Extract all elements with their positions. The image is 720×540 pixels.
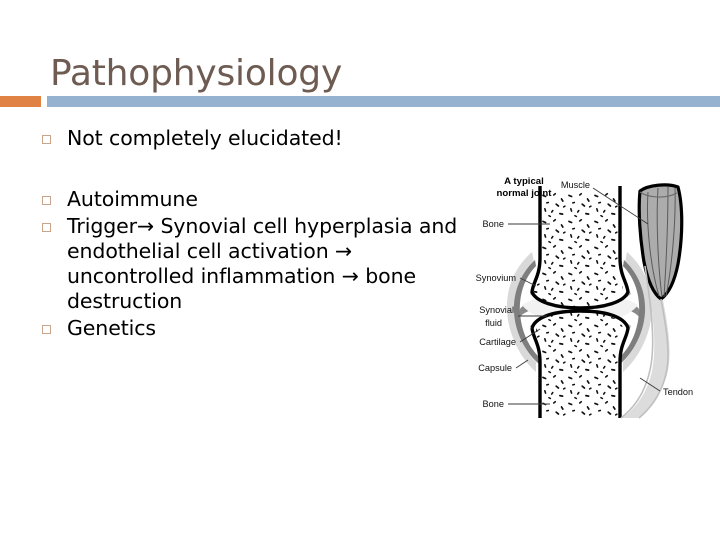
joint-anatomy-figure: A typical normal joint Bone Synovium Syn… (462, 166, 718, 422)
capsule-shape (506, 252, 653, 372)
square-bullet-icon (42, 223, 51, 232)
label-bone-bottom: Bone (483, 399, 504, 409)
square-bullet-icon (42, 325, 51, 334)
list-item-label: Genetics (67, 316, 156, 340)
muscle-shape (637, 183, 684, 301)
bullet-list: Not completely elucidated! Autoimmune Tr… (42, 126, 462, 343)
tendon-shape (622, 284, 670, 418)
list-item-label: Not completely elucidated! (67, 126, 343, 150)
accent-rule-blue (47, 96, 720, 107)
square-bullet-icon (42, 135, 51, 144)
square-bullet-icon (42, 196, 51, 205)
label-synovial-fluid-2: fluid (485, 318, 502, 328)
tendon-outline (620, 265, 669, 419)
accent-rule-orange (0, 96, 41, 107)
page-title: Pathophysiology (50, 53, 343, 95)
label-capsule: Capsule (478, 363, 512, 373)
figure-title-line-1: A typical (504, 176, 544, 187)
label-bone-top: Bone (483, 219, 504, 229)
list-item: Not completely elucidated! (42, 126, 462, 151)
leader-lines (508, 187, 661, 405)
list-item: Trigger→ Synovial cell hyperplasia and e… (42, 214, 462, 314)
upper-bone-shape (530, 186, 630, 310)
lower-bone-shape (530, 309, 630, 418)
label-tendon: Tendon (663, 387, 693, 397)
label-synovial-fluid: Synovial (479, 305, 514, 315)
figure-title-line-2: normal joint (497, 188, 553, 199)
label-synovium: Synovium (476, 273, 517, 283)
list-item: Autoimmune (42, 187, 462, 212)
list-item-label: Autoimmune (67, 187, 198, 211)
list-item-label: Trigger→ Synovial cell hyperplasia and e… (67, 214, 458, 313)
list-item: Genetics (42, 316, 462, 341)
label-muscle: Muscle (561, 180, 590, 190)
label-cartilage: Cartilage (479, 337, 516, 347)
